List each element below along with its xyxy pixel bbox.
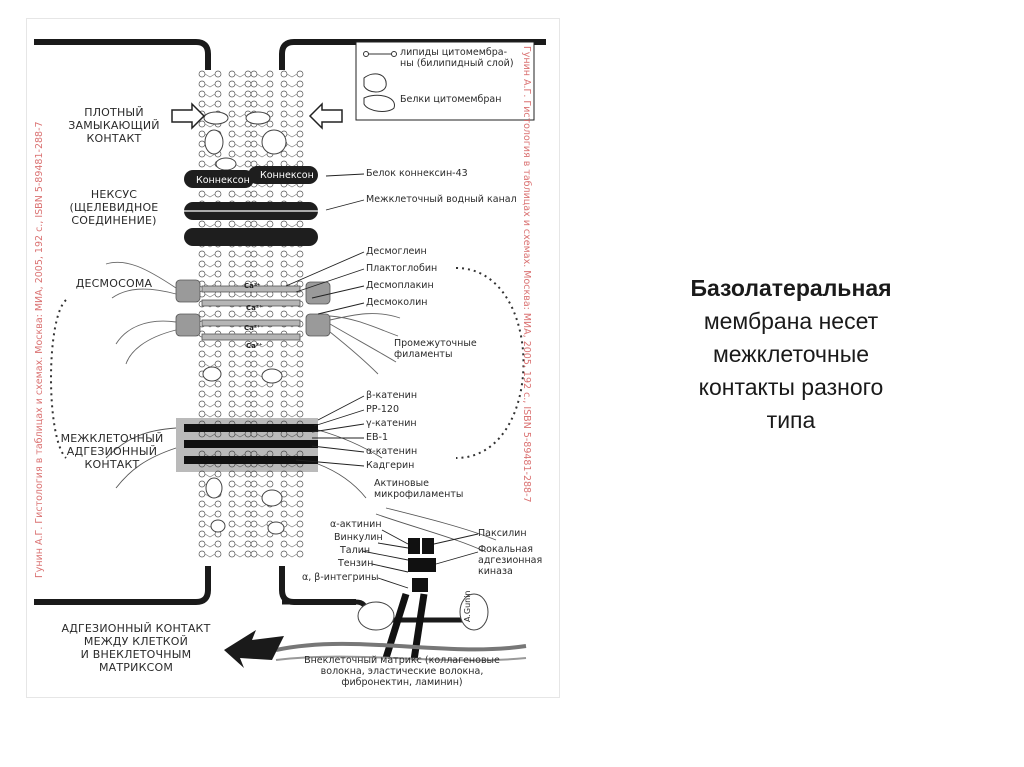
calcium-ion: Ca²⁺ — [244, 282, 261, 290]
beta-catenin-label: β-катенин — [366, 390, 418, 401]
legend-lipid-icon — [363, 51, 397, 57]
integrins-label: α, β-интегрины — [302, 572, 379, 583]
fak-label: Фокальная адгезионная киназа — [478, 544, 543, 577]
copyright-watermark-left: Гунин А.Г. Гистология в таблицах и схема… — [34, 121, 45, 578]
focal-adhesion — [275, 538, 527, 662]
nexus-label: НЕКСУС (ЩЕЛЕВИДНОЕ СОЕДИНЕНИЕ) — [69, 188, 159, 227]
adherens-junction — [176, 418, 318, 472]
matrix-arrow-icon — [224, 630, 284, 668]
intermediate-filaments-label: Промежуточные филаменты — [394, 338, 477, 360]
alpha-catenin-label: α-катенин — [366, 446, 418, 457]
talin-label: Талин — [340, 545, 371, 556]
legend-lipids-label: липиды цитомембра- ны (билипидный слой) — [400, 47, 514, 69]
paxillin-label: Паксилин — [478, 528, 527, 539]
gamma-catenin-label: γ-катенин — [366, 418, 417, 429]
actin-label: Актиновые микрофиламенты — [374, 478, 464, 500]
desmoglein-label: Десмоглеин — [366, 246, 427, 257]
legend-proteins-label: Белки цитомембран — [400, 94, 502, 105]
caption-line: типа — [766, 407, 816, 433]
label-leader-lines — [285, 173, 479, 589]
vinculin-label: Винкулин — [334, 532, 383, 543]
cadherin-label: Кадгерин — [366, 460, 415, 471]
desmosome-label: ДЕСМОСОМА — [75, 277, 153, 290]
author-signature: A.Gunin — [463, 590, 472, 622]
connexon-label: Коннексон — [260, 170, 314, 181]
adhesion-junction-label: МЕЖКЛЕТОЧНЫЙ АДГЕЗИОННЫЙ КОНТАКТ — [60, 432, 164, 471]
eb1-label: ЕВ-1 — [366, 432, 388, 443]
right-cell-top-outline — [279, 39, 546, 70]
pp120-label: РР-120 — [366, 404, 400, 415]
plakoglobin-label: Плактоглобин — [366, 263, 438, 274]
legend-protein-icon — [363, 73, 387, 93]
matrix-contact-label: АДГЕЗИОННЫЙ КОНТАКТ МЕЖДУ КЛЕТКОЙ И ВНЕК… — [61, 622, 211, 674]
water-channel-label: Межклеточный водный канал — [366, 194, 517, 205]
intermediate-filaments — [105, 261, 401, 375]
arrow-right-icon — [171, 102, 206, 130]
calcium-ion: Ca²⁺ — [246, 304, 263, 312]
desmocollin-label: Десмоколин — [366, 297, 428, 308]
arrow-left-icon — [308, 102, 343, 130]
caption-line: мембрана несет — [703, 308, 879, 334]
caption-title: Базолатеральная — [690, 275, 892, 301]
slide-caption: Базолатеральная мембрана несет межклеточ… — [636, 272, 946, 437]
connexon-label: Коннексон — [196, 175, 250, 186]
alpha-actinin-label: α-актинин — [330, 519, 382, 530]
tight-junction-proteins — [203, 111, 287, 171]
left-cell-top-outline — [34, 39, 211, 70]
cell-junction-diagram: ПЛОТНЫЙ ЗАМЫКАЮЩИЙ КОНТАКТ НЕКСУС (ЩЕЛЕВ… — [26, 18, 560, 698]
desmoplakin-label: Десмоплакин — [366, 280, 434, 291]
calcium-ion: Ca²⁺ — [246, 342, 263, 350]
connexin-label: Белок коннексин-43 — [366, 168, 468, 179]
actin-filaments — [105, 427, 497, 553]
calcium-ion: Ca²⁺ — [244, 324, 261, 332]
connexons — [174, 166, 326, 246]
copyright-watermark-right: Гунин А.Г. Гистология в таблицах и схема… — [521, 46, 532, 503]
tight-junction-label: ПЛОТНЫЙ ЗАМЫКАЮЩИЙ КОНТАКТ — [68, 106, 160, 145]
caption-line: межклеточные — [712, 341, 870, 367]
extracellular-matrix-label: Внеклеточный матрикс (коллагеновые волок… — [304, 655, 500, 688]
tensin-label: Тензин — [338, 558, 374, 569]
caption-line: контакты разного — [698, 374, 884, 400]
desmosome-plaques — [175, 279, 331, 341]
left-cell-bottom-outline — [34, 566, 211, 605]
diagram-drawing — [26, 18, 560, 698]
